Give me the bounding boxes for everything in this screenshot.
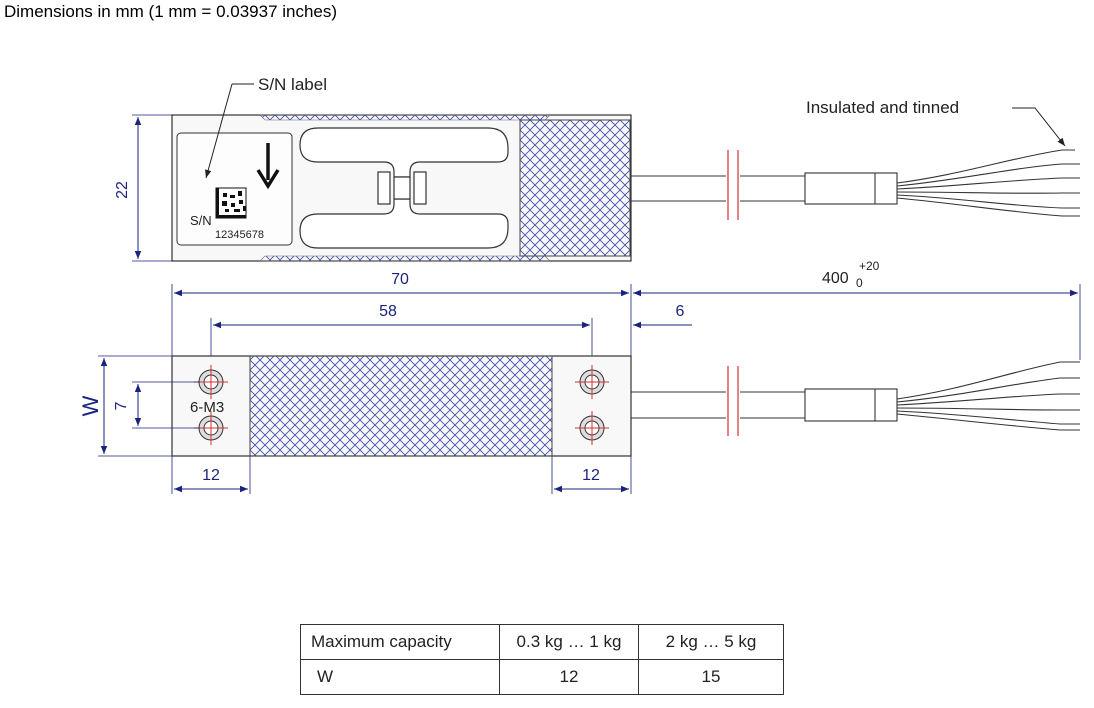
top-cable-break	[727, 150, 739, 220]
insulated-leader	[1012, 107, 1066, 147]
dimensions: 70 400 +20 0 58 6	[171, 259, 1081, 370]
mounting-hole	[194, 411, 228, 445]
length-dimension: 70	[391, 271, 409, 288]
table-header-cell: 2 kg … 5 kg	[638, 624, 784, 660]
right-pad-dimension: 12	[582, 467, 600, 484]
hole-pitch-dimension: 7	[113, 401, 130, 410]
table-header-cell: 0.3 kg … 1 kg	[499, 624, 639, 660]
sn-leader-arrow	[205, 83, 233, 179]
top-cable	[631, 149, 1080, 217]
height-dimension: 22	[114, 181, 131, 199]
load-direction-arrow-icon	[256, 143, 280, 190]
table-cell: 12	[499, 659, 639, 695]
top-view: S/N 12345678	[114, 75, 1080, 262]
table-cell: W	[300, 659, 500, 695]
thread-label: 6-M3	[190, 399, 224, 416]
mounting-hole	[575, 365, 609, 399]
insulated-callout: Insulated and tinned	[806, 98, 959, 117]
bottom-hatch-block	[249, 355, 553, 457]
cable-length-dimension: 400	[822, 270, 849, 287]
table-row: W 12 15	[300, 659, 784, 695]
table-header-cell: Maximum capacity	[300, 624, 500, 660]
capacity-table: Maximum capacity 0.3 kg … 1 kg 2 kg … 5 …	[300, 624, 784, 695]
offset-dimension: 6	[676, 303, 685, 320]
width-dimension: W	[78, 395, 103, 416]
flexure-cutout	[299, 127, 509, 249]
top-hatch-block	[519, 119, 631, 257]
cable-tolerance-lower: 0	[856, 276, 863, 290]
bottom-cable	[631, 361, 1080, 431]
table-cell: 15	[638, 659, 784, 695]
load-cell-drawing: S/N 12345678	[78, 75, 1081, 494]
serial-number: 12345678	[215, 229, 264, 241]
left-pad-dimension: 12	[202, 467, 220, 484]
bottom-view: 6-M3 W 7	[78, 355, 1080, 494]
hole-spacing-dimension: 58	[379, 303, 397, 320]
mounting-hole	[194, 365, 228, 399]
page-title: Dimensions in mm (1 mm = 0.03937 inches)	[4, 2, 338, 21]
datamatrix-code	[215, 187, 247, 219]
cable-tolerance-upper: +20	[859, 259, 880, 273]
top-hatch-strip	[259, 114, 551, 121]
bottom-hatch-strip	[259, 255, 551, 262]
sn-prefix: S/N	[190, 213, 212, 228]
bottom-cable-break	[727, 366, 739, 436]
sn-label-callout: S/N label	[258, 75, 327, 94]
table-row: Maximum capacity 0.3 kg … 1 kg 2 kg … 5 …	[300, 624, 784, 660]
mounting-hole	[575, 411, 609, 445]
